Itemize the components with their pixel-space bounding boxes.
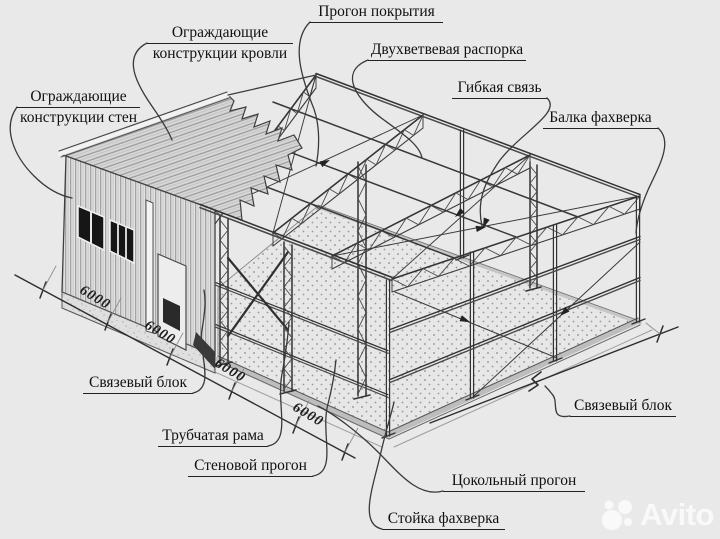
- label-text: конструкции кровли: [152, 45, 288, 62]
- label-text: Балка фахверка: [543, 109, 658, 129]
- label-wall-envelope: Ограждающие конструкции стен: [17, 88, 140, 127]
- label-text: Ограждающие: [17, 88, 140, 108]
- label-text: Связевый блок: [83, 374, 193, 394]
- label-brace-block-right: Связевый блок: [570, 397, 676, 417]
- label-roof-purlin: Прогон покрытия: [310, 3, 443, 23]
- label-plinth-purlin: Цокольный прогон: [443, 472, 585, 492]
- avito-circles-icon: [602, 500, 633, 530]
- label-roof-envelope: Ограждающие конструкции кровли: [147, 24, 293, 63]
- label-text: Связевый блок: [570, 397, 676, 417]
- label-brace-block-left: Связевый блок: [83, 374, 193, 394]
- label-text: Двухветвевая распорка: [368, 41, 526, 61]
- label-wall-purlin: Стеновой прогон: [188, 457, 313, 477]
- label-text: Гибкая связь: [452, 79, 547, 99]
- label-tubular-frame: Трубчатая рама: [158, 427, 268, 447]
- label-text: конструкции стен: [19, 109, 138, 126]
- label-text: Стеновой прогон: [188, 457, 313, 477]
- label-flexible-tie: Гибкая связь: [452, 79, 547, 99]
- label-two-branch-spacer: Двухветвевая распорка: [368, 41, 526, 61]
- label-fachwerk-post: Стойка фахверка: [382, 510, 505, 530]
- avito-watermark: Avito: [601, 497, 714, 533]
- label-text: Стойка фахверка: [382, 510, 505, 530]
- label-text: Трубчатая рама: [158, 427, 268, 447]
- label-fachwerk-beam: Балка фахверка: [543, 109, 658, 129]
- watermark-text: Avito: [640, 497, 714, 532]
- label-text: Цокольный прогон: [443, 472, 585, 492]
- label-text: Прогон покрытия: [310, 3, 443, 23]
- label-text: Ограждающие: [147, 24, 293, 44]
